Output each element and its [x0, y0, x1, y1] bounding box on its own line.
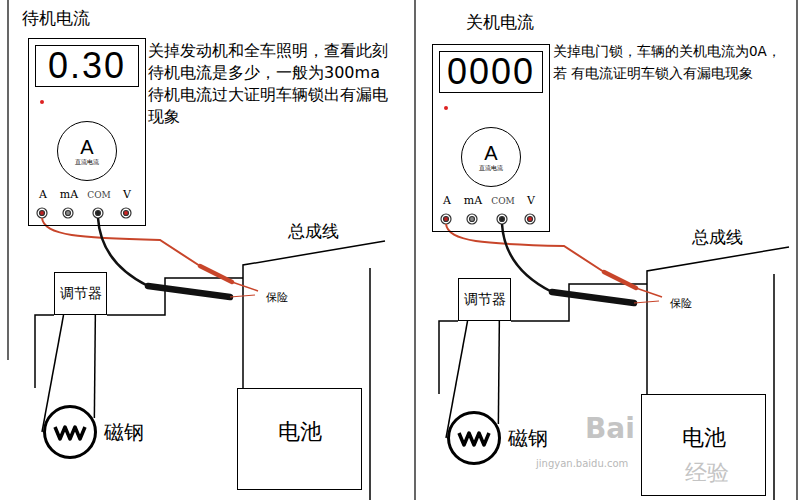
- harness-outline: [35, 241, 385, 500]
- panel-title: 关机电流: [466, 12, 534, 32]
- unit-symbol: A: [80, 136, 93, 159]
- terminal-core: [124, 211, 129, 216]
- harness-label: 总成线: [288, 221, 339, 241]
- frame-line: [414, 0, 415, 500]
- lead-wire: [94, 315, 96, 418]
- terminal-core: [40, 211, 45, 216]
- terminal-label: mA: [60, 189, 78, 202]
- watermark: 经验: [685, 460, 729, 486]
- panel-title: 待机电流: [22, 8, 90, 28]
- part-name: 电池: [278, 419, 322, 444]
- terminal-jack: [93, 208, 103, 218]
- terminal-core: [96, 211, 101, 216]
- panel-frame: [8, 0, 797, 500]
- magnet-ring: [45, 407, 96, 458]
- indicator-dot: [40, 100, 44, 104]
- frame-line: [796, 0, 797, 500]
- black-probe: [148, 286, 230, 297]
- magnet-label: 磁钢: [508, 427, 548, 450]
- magnet-ring: [449, 413, 500, 464]
- magnet-outline: [446, 410, 502, 466]
- terminal-core: [66, 211, 71, 216]
- fuse-label: 保险: [670, 297, 692, 310]
- panel-art: [439, 106, 789, 500]
- black-test-lead: [98, 218, 148, 286]
- fuse-label: 保险: [266, 291, 288, 304]
- instruction-note: 关掉发动机和全车照明，查看此刻 待机电流是多少，一般为300ma 待机电流过大证…: [148, 40, 398, 128]
- terminal-label: A: [39, 189, 47, 202]
- multimeter-body: AmACOMV0000A直流电流: [432, 44, 550, 232]
- magnet-pole-mark: [459, 433, 489, 445]
- red-probe: [200, 266, 232, 282]
- watermark: Bai: [585, 412, 635, 446]
- watermark: jingyan.baidu.com: [536, 458, 628, 470]
- regulator-box: 调节器: [458, 278, 511, 321]
- multimeter-body: AmACOMV0.30A直流电流: [28, 38, 146, 226]
- terminal-jack: [37, 208, 47, 218]
- magnet-symbol: 磁钢: [42, 404, 98, 460]
- display-reading: 0000: [447, 54, 535, 90]
- terminal-jack: [121, 208, 131, 218]
- terminal-label: V: [123, 189, 131, 202]
- terminal-label: mA: [464, 195, 482, 208]
- black-probe-tip: [230, 295, 255, 297]
- part-name: 调节器: [464, 291, 506, 307]
- mode-label: 直流电流: [479, 165, 503, 172]
- panel-art: [35, 100, 385, 500]
- regulator-box: 调节器: [54, 272, 107, 315]
- magnet-label: 磁钢: [104, 421, 144, 444]
- terminal-label: COM: [491, 196, 514, 206]
- frame-line: [7, 0, 8, 360]
- range-dial: A直流电流: [461, 127, 521, 187]
- unit-symbol: A: [484, 142, 497, 165]
- terminal-label: A: [443, 195, 451, 208]
- harness-label: 总成线: [692, 227, 743, 247]
- red-probe-tip: [232, 282, 258, 291]
- display-reading: 0.30: [48, 48, 126, 84]
- magnet-outline: [42, 404, 98, 460]
- lcd-display: 0000: [439, 51, 543, 93]
- terminal-jacks: [37, 208, 131, 218]
- lcd-display: 0.30: [35, 45, 139, 87]
- range-dial: A直流电流: [57, 121, 117, 181]
- mode-label: 直流电流: [75, 159, 99, 166]
- part-name: 电池: [682, 425, 726, 450]
- instruction-note: 关掉电门锁，车辆的关机电流为0A，若 有电流证明车锁入有漏电现象: [553, 40, 789, 84]
- terminal-label: V: [527, 195, 535, 208]
- terminal-label: COM: [87, 190, 110, 200]
- lead-wire: [498, 321, 500, 424]
- battery-box: 电池: [237, 388, 362, 490]
- magnet-symbol: 磁钢: [446, 410, 502, 466]
- terminal-jack: [63, 208, 73, 218]
- part-name: 调节器: [60, 285, 102, 301]
- magnet-pole-mark: [55, 427, 85, 439]
